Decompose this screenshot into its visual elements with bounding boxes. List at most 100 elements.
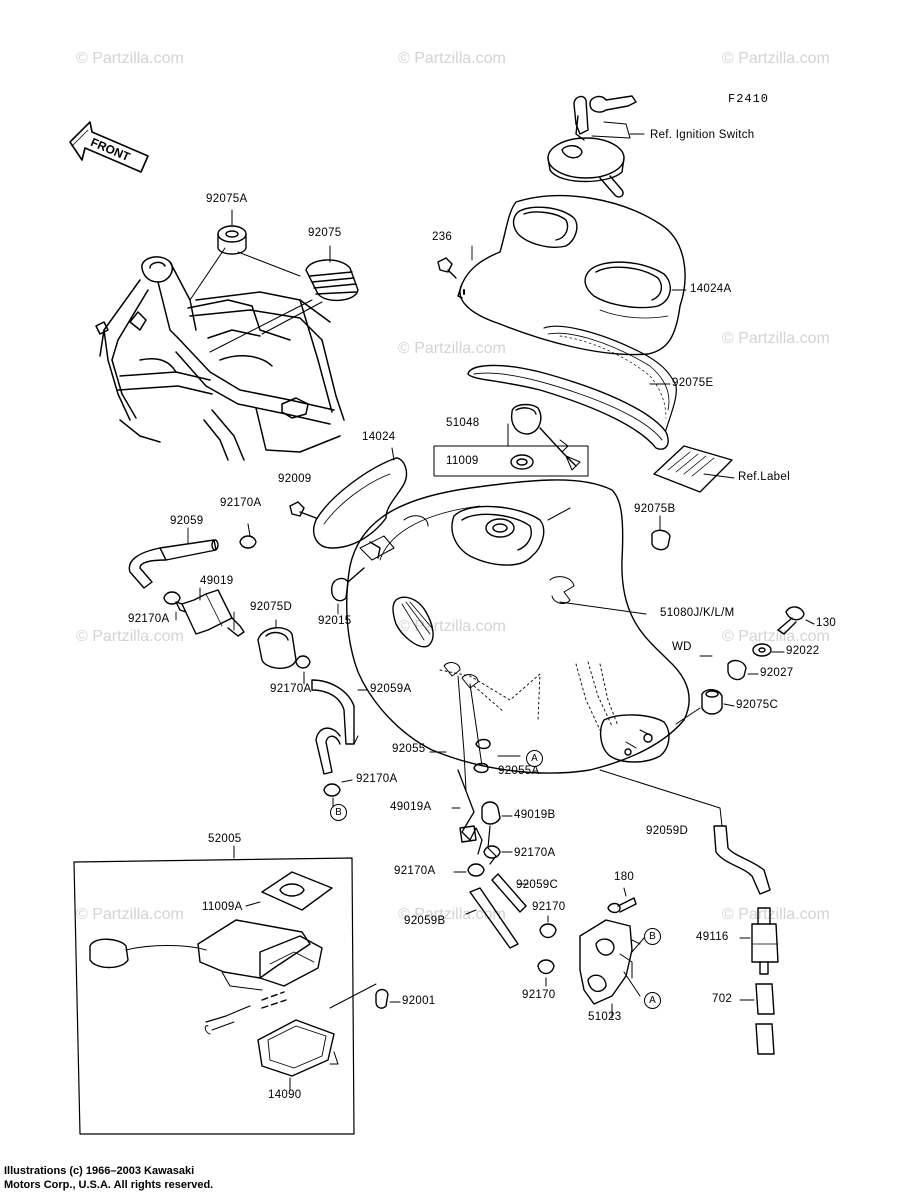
- grommet-92075b: [651, 515, 671, 551]
- frame-reference-drawing: [95, 256, 345, 461]
- part-label-51048[interactable]: 51048: [446, 417, 480, 429]
- part-label-92075d[interactable]: 92075D: [250, 601, 293, 613]
- part-label-92170[interactable]: 92170: [532, 901, 566, 913]
- watermark: © Partzilla.com: [398, 618, 506, 635]
- collar-92027: [727, 659, 759, 681]
- fuel-tank-51080: [346, 479, 690, 774]
- clamp-92170a-mid: [295, 655, 311, 685]
- watermark: © Partzilla.com: [722, 906, 830, 923]
- clamp-92170a-lower: [323, 779, 353, 797]
- part-label-11009[interactable]: 11009: [446, 455, 479, 467]
- screw-180: [607, 887, 637, 914]
- watermark: © Partzilla.com: [722, 50, 830, 67]
- part-label-92059c[interactable]: 92059C: [516, 879, 559, 891]
- part-label-92022[interactable]: 92022: [786, 645, 820, 657]
- clamps-92170a-bottom: [453, 845, 513, 877]
- fuel-hoses-92059b-c: [465, 873, 529, 949]
- front-arrow-icon: [69, 121, 149, 173]
- part-label-92170a[interactable]: 92170A: [128, 613, 170, 625]
- gasket-11009a: [245, 871, 333, 911]
- part-label-92027[interactable]: 92027: [760, 667, 794, 679]
- gasket-11009: [510, 454, 534, 470]
- part-label-92055a[interactable]: 92055A: [498, 765, 540, 777]
- part-label-92075e[interactable]: 92075E: [672, 377, 714, 389]
- part-label-92170a[interactable]: 92170A: [220, 497, 262, 509]
- part-label-49116[interactable]: 49116: [696, 931, 729, 943]
- fuel-hose-92059: [128, 539, 219, 589]
- part-label-49019[interactable]: 49019: [200, 575, 234, 587]
- part-label-52005[interactable]: 52005: [208, 833, 242, 845]
- part-label-92055[interactable]: 92055: [392, 743, 426, 755]
- diagram-code: F2410: [728, 92, 770, 106]
- fuel-filter-49019: [175, 587, 245, 637]
- part-label-14090[interactable]: 14090: [268, 1089, 302, 1101]
- damper-92075c: [675, 689, 735, 725]
- clamps-92170: [537, 915, 557, 987]
- part-label-702[interactable]: 702: [712, 993, 733, 1005]
- part-label-14024[interactable]: 14024: [362, 431, 396, 443]
- side-cover-14024: [313, 447, 408, 559]
- callout-b: B: [330, 804, 347, 821]
- part-label-236[interactable]: 236: [432, 231, 453, 243]
- part-label-180[interactable]: 180: [614, 871, 635, 883]
- part-label-92170a[interactable]: 92170A: [270, 683, 312, 695]
- part-label-92009[interactable]: 92009: [278, 473, 312, 485]
- watermark: © Partzilla.com: [76, 628, 184, 645]
- bracket-92015: [331, 567, 365, 602]
- watermark: © Partzilla.com: [398, 906, 506, 923]
- watermark: © Partzilla.com: [398, 50, 506, 67]
- watermark: © Partzilla.com: [722, 330, 830, 347]
- washer-92022: [752, 643, 785, 657]
- part-label-92059b[interactable]: 92059B: [404, 915, 446, 927]
- part-label-14024a[interactable]: 14024A: [690, 283, 732, 295]
- part-label-92015[interactable]: 92015: [318, 615, 352, 627]
- part-label-49019a[interactable]: 49019A: [390, 801, 432, 813]
- part-label-92075a[interactable]: 92075A: [206, 193, 248, 205]
- part-label-92001[interactable]: 92001: [402, 995, 436, 1007]
- part-label-92170a[interactable]: 92170A: [394, 865, 436, 877]
- fuel-hose-92059a: [311, 679, 369, 775]
- watermark: © Partzilla.com: [398, 340, 506, 357]
- petcock-hardware: [429, 675, 521, 865]
- copyright-notice: Illustrations (c) 1966–2003 Kawasaki Mot…: [4, 1164, 213, 1192]
- fuel-strainer-14090: [257, 1019, 339, 1091]
- part-label-51080[interactable]: 51080J/K/L/M: [660, 607, 735, 619]
- part-label-92059[interactable]: 92059: [170, 515, 204, 527]
- fuel-cap-51048: [510, 403, 581, 471]
- part-label-49019b[interactable]: 49019B: [514, 809, 556, 821]
- part-label-51023[interactable]: 51023: [588, 1011, 622, 1023]
- callout-a: A: [526, 750, 543, 767]
- watermark: © Partzilla.com: [722, 628, 830, 645]
- watermark: © Partzilla.com: [76, 50, 184, 67]
- copyright-line-2: Motors Corp., U.S.A. All rights reserved…: [4, 1179, 214, 1191]
- fuel-pump-assembly-box: [73, 845, 355, 1135]
- callout-b: B: [644, 928, 661, 945]
- part-label-92075b[interactable]: 92075B: [634, 503, 676, 515]
- clamp-92170a-left: [163, 523, 257, 605]
- bolt-130: [777, 606, 815, 635]
- fuel-petcock-51023: [579, 919, 645, 1019]
- part-label-92075[interactable]: 92075: [308, 227, 342, 239]
- variant-label-wd: WD: [672, 641, 692, 653]
- part-label-11009a[interactable]: 11009A: [202, 901, 243, 913]
- part-label-92170[interactable]: 92170: [522, 989, 556, 1001]
- leader-lines: [175, 133, 713, 657]
- fuel-hose-702: [739, 983, 775, 1055]
- ref-ignition-switch-label[interactable]: Ref. Ignition Switch: [650, 129, 755, 141]
- reference-label-plate: [653, 445, 735, 493]
- copyright-line-1: Illustrations (c) 1966–2003 Kawasaki: [4, 1165, 195, 1177]
- bracket-92075d: [257, 619, 297, 669]
- part-label-92059a[interactable]: 92059A: [370, 683, 412, 695]
- part-label-92075c[interactable]: 92075C: [736, 699, 779, 711]
- part-label-92170a[interactable]: 92170A: [514, 847, 556, 859]
- part-label-92059d[interactable]: 92059D: [646, 825, 689, 837]
- callout-a: A: [644, 992, 661, 1009]
- fuel-sender-unit: [89, 919, 377, 1035]
- ignition-cover-cap: [547, 95, 637, 198]
- part-label-92170a[interactable]: 92170A: [356, 773, 398, 785]
- fuel-filter-49116: [739, 907, 779, 975]
- ref-label[interactable]: Ref.Label: [738, 471, 790, 483]
- part-label-130[interactable]: 130: [816, 617, 837, 629]
- tank-cover-14024a: [457, 194, 686, 356]
